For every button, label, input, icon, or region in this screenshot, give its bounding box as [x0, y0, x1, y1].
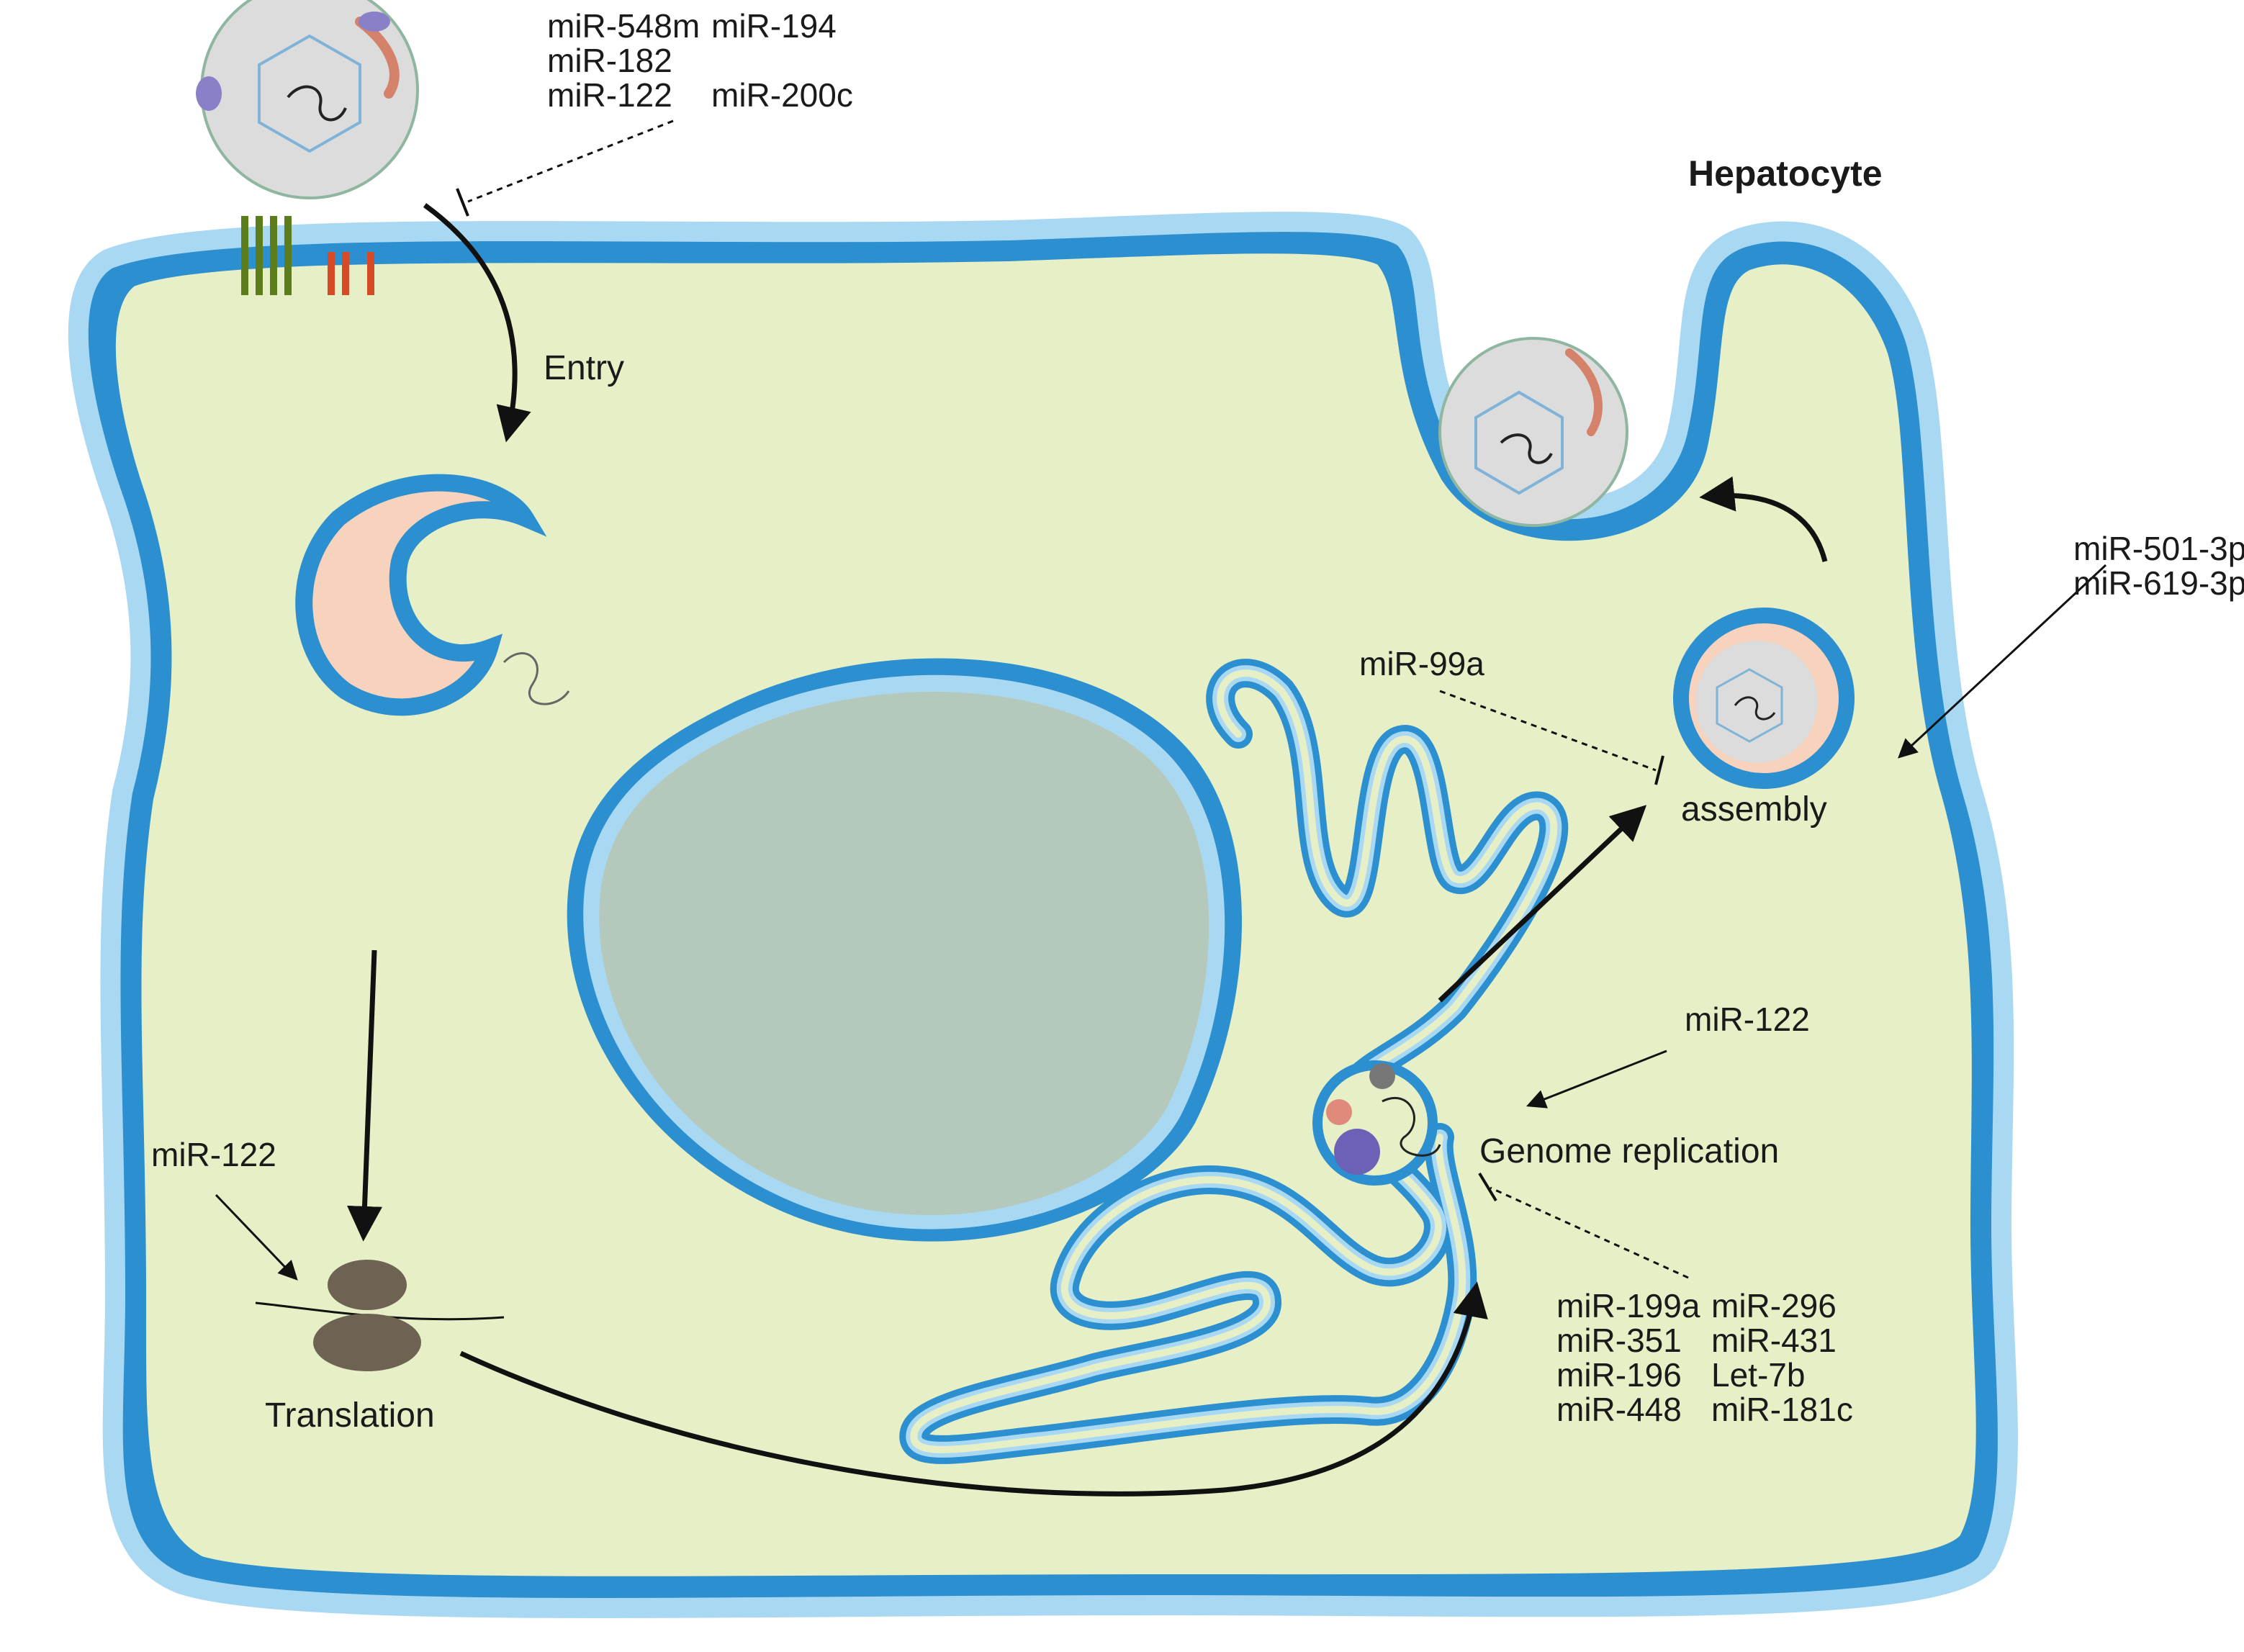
- assembly-promotion-line: [1898, 564, 2107, 759]
- assembly-arrow: [1438, 805, 1647, 1003]
- endoplasmic-reticulum: [899, 659, 1569, 1464]
- mirna-label: miR-182: [547, 42, 672, 79]
- nucleoplasm: [599, 691, 1209, 1216]
- mirna-label: miR-122: [1685, 1001, 1810, 1038]
- budding-virion-rna: [1500, 433, 1553, 464]
- mirna-label: miR-194: [711, 7, 837, 45]
- mirna-label: miR-431: [1711, 1322, 1837, 1359]
- mirna-label: miR-99a: [1359, 645, 1484, 682]
- nucleus: [567, 658, 1242, 1242]
- mirna-label: miR-619-3p: [2073, 564, 2244, 602]
- step-replication-label: Genome replication: [1479, 1132, 1779, 1170]
- step-translation-label: Translation: [265, 1396, 435, 1435]
- assembly-virion-rna: [1734, 696, 1776, 721]
- replication-inhibition-line: [1490, 1186, 1689, 1279]
- incoming-virion: [196, 0, 419, 199]
- virion-lipoprotein-2: [359, 12, 390, 32]
- assembling-virion: [1673, 608, 1855, 789]
- ribosome-large-subunit: [313, 1314, 421, 1371]
- receptor-green-4: [284, 216, 292, 295]
- step-entry-label: Entry: [544, 349, 624, 387]
- regulatory-lines: [215, 119, 2107, 1281]
- translation-arrow: [347, 949, 382, 1242]
- endosome-membrane: [295, 474, 547, 716]
- receptor-green-2: [256, 216, 263, 295]
- budding-virion-capsid: [1474, 390, 1564, 495]
- mirna-label: Let-7b: [1711, 1356, 1805, 1394]
- labels: Hepatocyte Entry Translation Genome repl…: [151, 7, 2244, 1435]
- replicating-rna: [1382, 1096, 1441, 1157]
- virion-capsid: [258, 34, 361, 153]
- ns5b-polymerase: [1334, 1129, 1380, 1175]
- ns3-helicase: [1326, 1099, 1352, 1125]
- mirna-label: miR-196: [1556, 1356, 1682, 1394]
- entry-inhibition-bar: [456, 188, 469, 217]
- entry-receptors: [241, 216, 374, 295]
- step-assembly-label: assembly: [1681, 790, 1827, 829]
- replication-complex: [1312, 1060, 1441, 1186]
- endosome: [295, 474, 570, 716]
- receptor-red-1: [328, 252, 335, 295]
- mirna-label: miR-548m: [547, 7, 700, 45]
- ribosome-small-subunit: [328, 1260, 407, 1310]
- assembly-virion-capsid: [1716, 668, 1783, 743]
- receptor-red-3: [367, 252, 374, 295]
- translation-promotion-line: [215, 1193, 298, 1281]
- process-arrows: [347, 203, 1828, 1497]
- virion-lipoprotein: [196, 76, 222, 111]
- receptor-red-2: [342, 252, 349, 295]
- mirna-label: miR-501-3p: [2073, 530, 2244, 567]
- replication-promotion-line: [1526, 1050, 1667, 1109]
- mirna-label: miR-122: [151, 1136, 276, 1173]
- assembly-inhibition-bar: [1654, 755, 1664, 785]
- polyprotein-arrow: [459, 1281, 1488, 1497]
- cell-title: Hepatocyte: [1688, 153, 1883, 194]
- egress-arrow: [1699, 476, 1828, 562]
- virion-envelope: [200, 0, 419, 199]
- mirna-label: miR-181c: [1711, 1391, 1853, 1428]
- ns5a-protein: [1369, 1063, 1395, 1089]
- entry-arrow: [423, 203, 531, 443]
- ribosome: [255, 1260, 505, 1371]
- receptor-green-1: [241, 216, 248, 295]
- cell-membrane-inner: [68, 212, 2018, 1618]
- entry-inhibition-line: [467, 119, 674, 203]
- budding-virion: [1438, 337, 1628, 527]
- er-lumen: [910, 669, 1558, 1453]
- virion-rna: [287, 85, 347, 122]
- receptor-green-3: [270, 216, 277, 295]
- budding-virion-glycoprotein: [1565, 348, 1603, 436]
- mirna-label: miR-351: [1556, 1322, 1682, 1359]
- replication-inhibition-bar: [1478, 1172, 1497, 1202]
- mirna-label: miR-200c: [711, 76, 853, 114]
- released-rna: [503, 652, 570, 705]
- budding-virion-envelope: [1438, 337, 1628, 527]
- mirna-label: miR-122: [547, 76, 672, 114]
- mirna-label: miR-199a: [1556, 1287, 1700, 1324]
- mirna-label: miR-296: [1711, 1287, 1837, 1324]
- mirna-label: miR-448: [1556, 1391, 1682, 1428]
